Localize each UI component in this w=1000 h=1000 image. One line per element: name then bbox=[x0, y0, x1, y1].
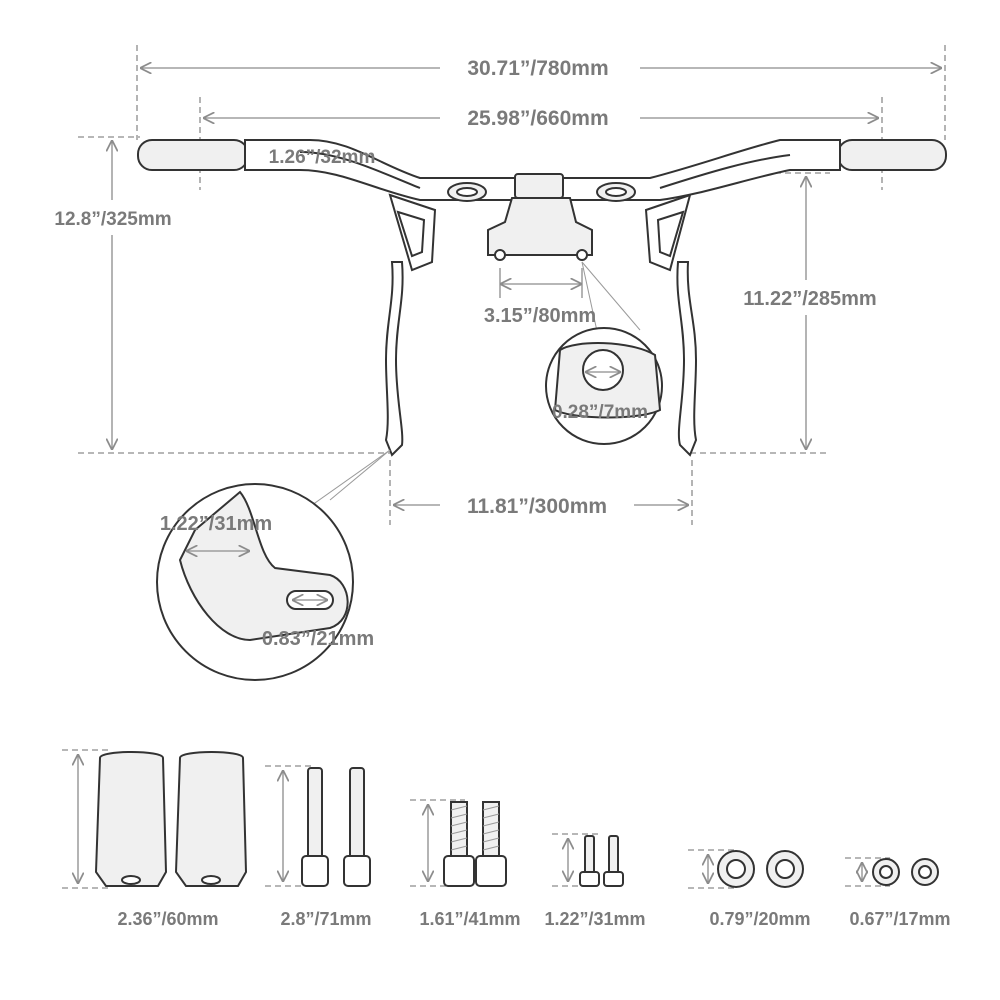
short-bolt-icon bbox=[552, 833, 624, 887]
hardware-label-large-washer: 0.79”/20mm bbox=[709, 909, 810, 929]
slot-length-label: 0.83”/21mm bbox=[262, 628, 374, 650]
clamp-hole-right bbox=[576, 249, 588, 261]
left-grip bbox=[137, 139, 249, 171]
hardware-label-long-bolt: 2.8”/71mm bbox=[280, 909, 371, 929]
bar-diameter-label: 1.26”/32mm bbox=[269, 147, 376, 168]
clamp-spacing-label: 3.15”/80mm bbox=[484, 305, 596, 327]
extension-lines bbox=[78, 45, 946, 525]
riser-foot-callout bbox=[156, 483, 354, 681]
center-block bbox=[514, 173, 564, 199]
riser-height-label: 11.22”/285mm bbox=[743, 288, 876, 310]
clamp-hole-left bbox=[494, 249, 506, 261]
grip-width-label: 25.98”/660mm bbox=[467, 107, 608, 130]
foot-spacing-label: 11.81”/300mm bbox=[467, 495, 607, 518]
dimension-lines bbox=[112, 68, 942, 505]
left-bracket bbox=[388, 193, 437, 272]
hardware-label-medium-bolt: 1.61”/41mm bbox=[419, 909, 520, 929]
medium-bolt-icon bbox=[410, 799, 507, 887]
long-bolt-icon bbox=[265, 765, 371, 887]
left-riser-leg bbox=[384, 261, 404, 457]
callout-leaders bbox=[304, 261, 641, 511]
large-washer-icon bbox=[688, 849, 804, 889]
clamp-hole-callout bbox=[545, 327, 663, 445]
hardware-kit: 2.36”/60mm 2.8”/71mm 1.61”/41mm 1.22”/31… bbox=[62, 749, 951, 929]
bar-tube bbox=[244, 139, 841, 201]
total-height-label: 12.8”/325mm bbox=[54, 209, 171, 230]
center-clamp-plate bbox=[487, 197, 593, 256]
right-grip bbox=[837, 139, 947, 171]
overall-width-label: 30.71”/780mm bbox=[467, 57, 608, 80]
handlebar bbox=[137, 139, 947, 457]
dimension-labels: 30.71”/780mm 25.98”/660mm 1.26”/32mm 12.… bbox=[54, 57, 876, 650]
foot-width-label: 1.22”/31mm bbox=[160, 513, 272, 535]
clamp-hole-label: 0.28”/7mm bbox=[552, 402, 648, 423]
small-washer-icon bbox=[845, 857, 939, 887]
hardware-label-short-bolt: 1.22”/31mm bbox=[544, 909, 645, 929]
right-riser-leg bbox=[676, 261, 698, 457]
hardware-label-spacer: 2.36”/60mm bbox=[117, 909, 218, 929]
spacer-icon bbox=[62, 749, 248, 889]
right-bracket bbox=[644, 193, 692, 272]
hardware-label-small-washer: 0.67”/17mm bbox=[849, 909, 950, 929]
